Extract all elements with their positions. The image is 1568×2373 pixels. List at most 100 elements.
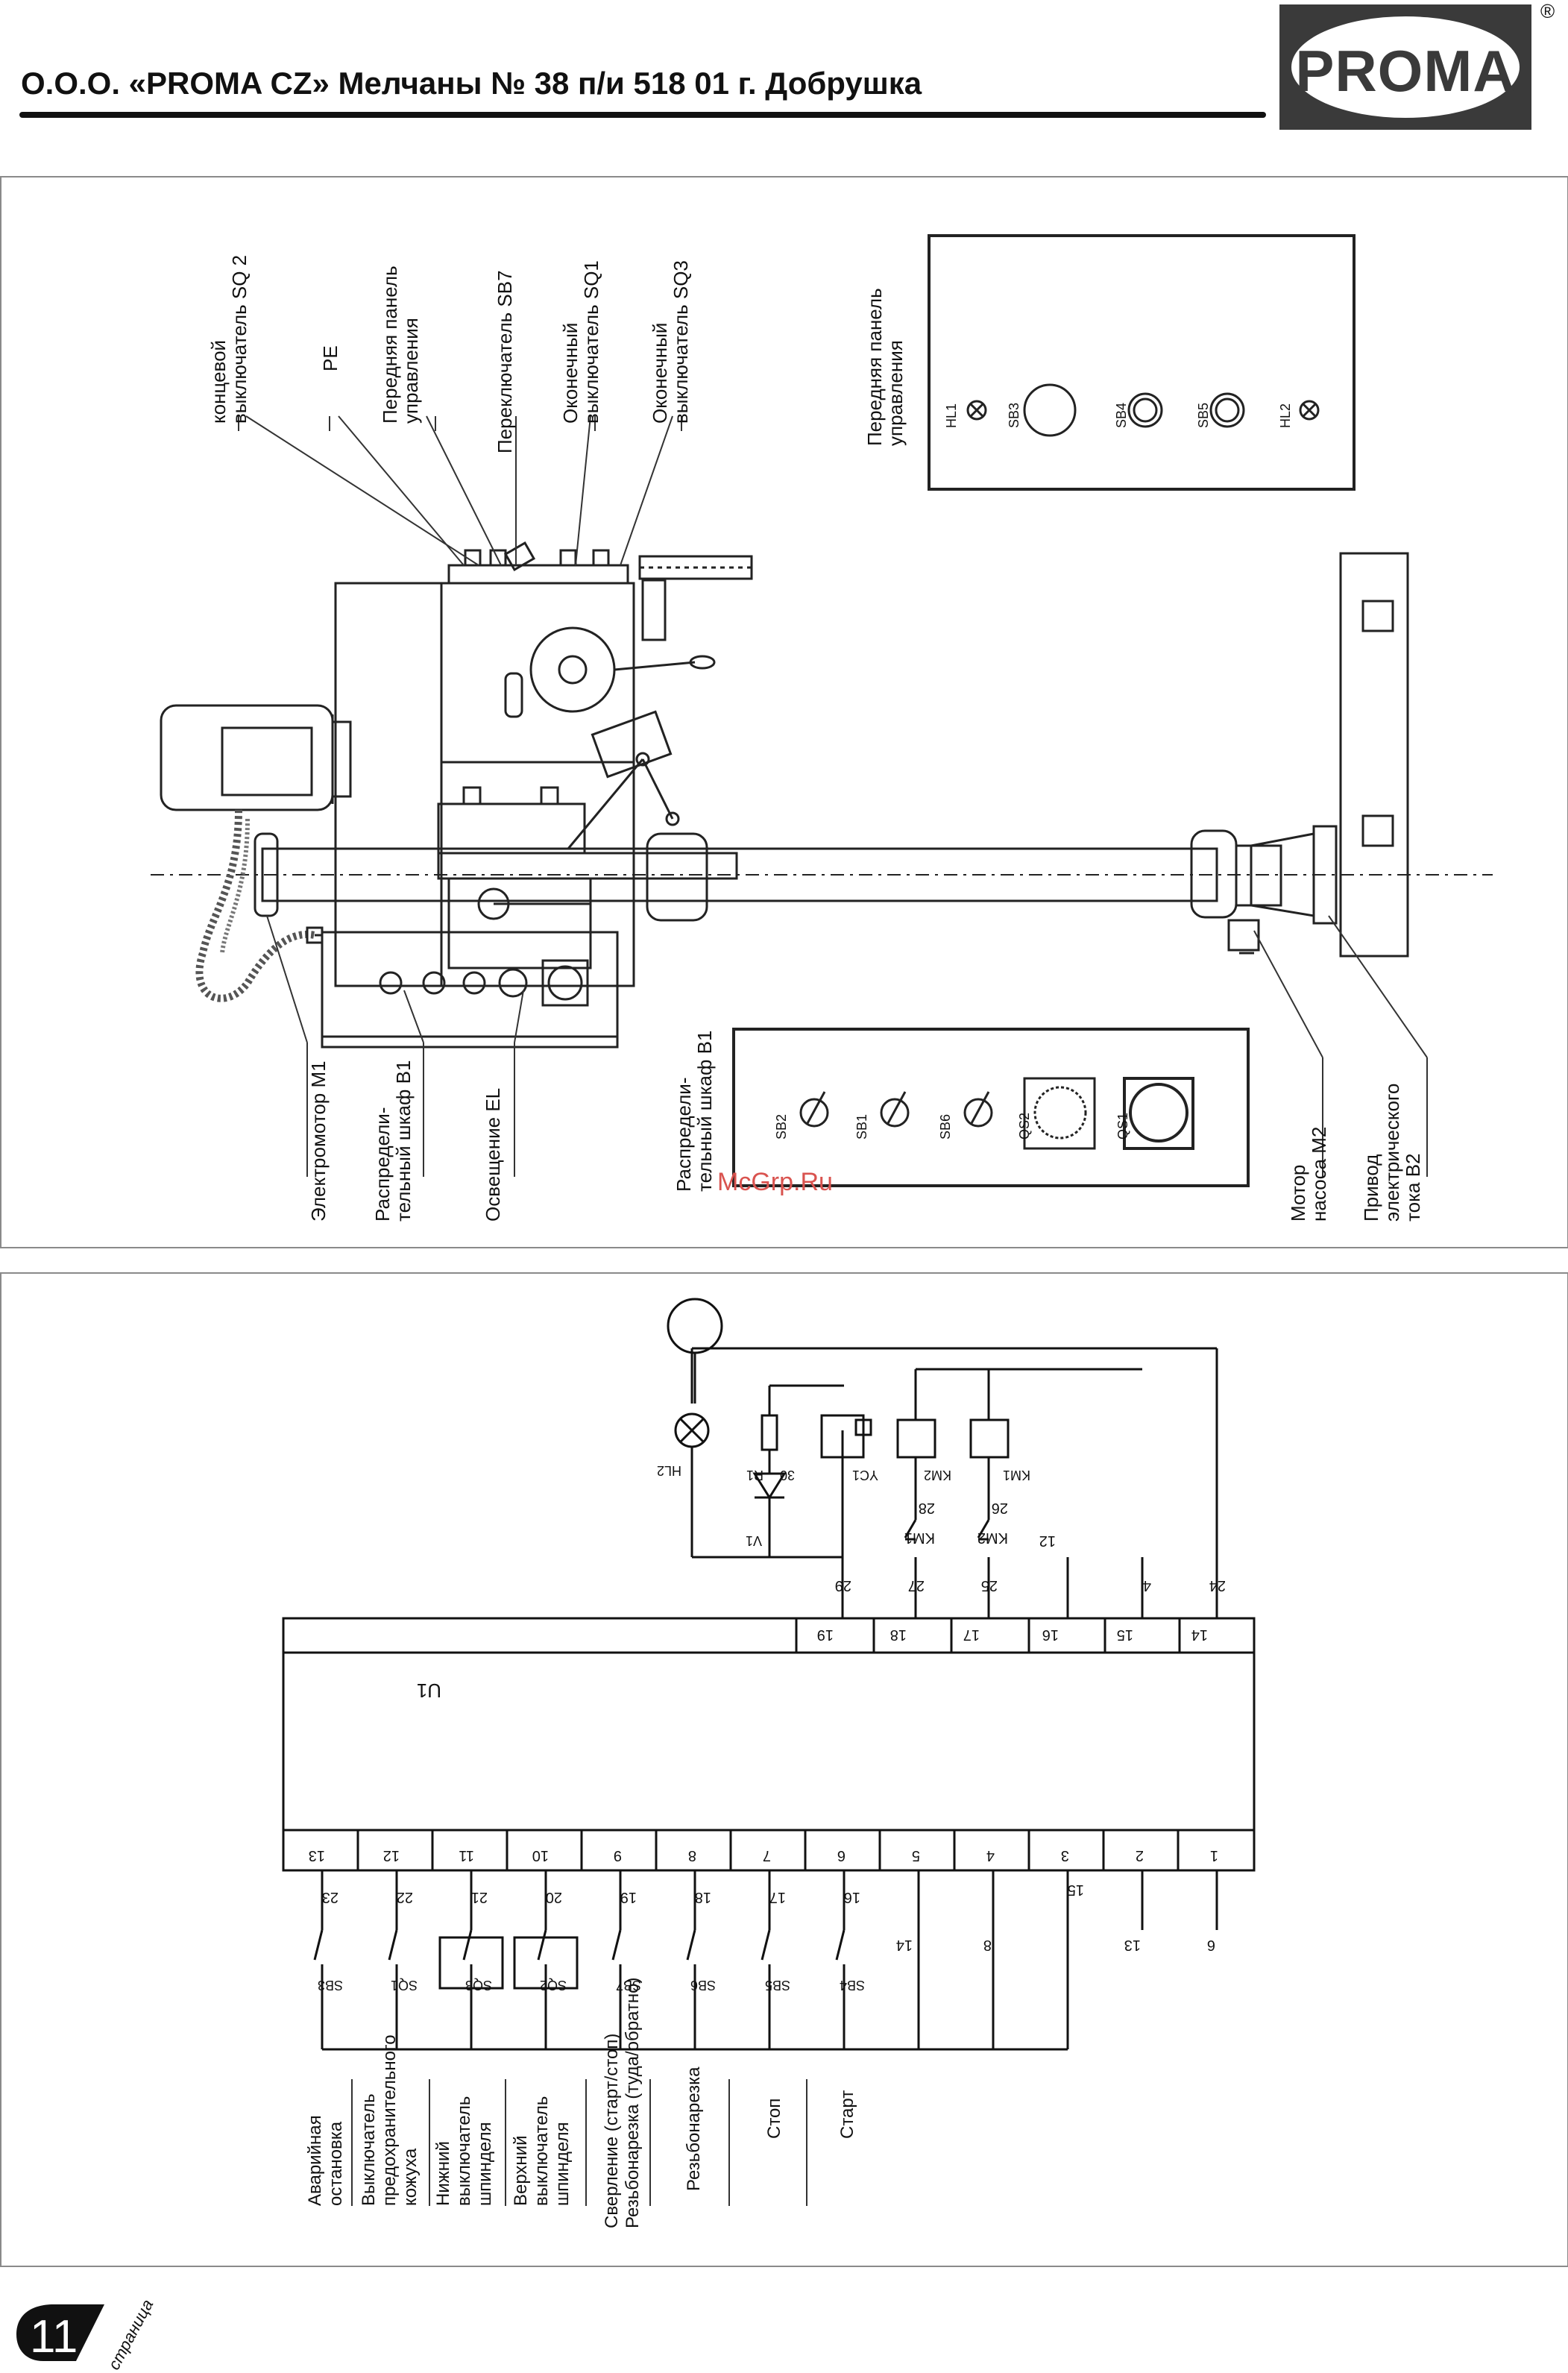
svg-text:21: 21: [471, 1889, 488, 1905]
coil-km2: [896, 1418, 936, 1459]
svg-text:28: 28: [919, 1500, 935, 1516]
svg-text:29: 29: [835, 1577, 851, 1594]
svg-text:SB4: SB4: [840, 1978, 865, 1993]
label-sq1: Оконечныйвыключатель SQ1: [559, 260, 602, 424]
svg-text:SB6: SB6: [938, 1114, 953, 1140]
func-upper-switch: Верхнийвыключательшпинделя: [511, 2096, 573, 2206]
sb3-button: [1023, 383, 1077, 437]
logo-oval: [1291, 16, 1520, 118]
svg-text:HL2: HL2: [657, 1463, 681, 1478]
svg-text:8: 8: [983, 1937, 992, 1953]
func-tapping: Резьбонарезка: [684, 2066, 704, 2191]
coil-km1: [969, 1418, 1010, 1459]
func-drill-tap: Сверление (старт/стоп)Резьбонарезка (туд…: [602, 1977, 643, 2228]
right-frame: [1339, 552, 1409, 958]
coiled-cable: [195, 809, 315, 1002]
label-pe: PE: [319, 345, 341, 371]
middle-collar: [646, 832, 708, 922]
svg-text:SB3: SB3: [318, 1978, 343, 1993]
svg-text:23: 23: [322, 1889, 339, 1905]
svg-text:14: 14: [1191, 1626, 1208, 1643]
sb5-button: [1209, 392, 1245, 428]
svg-text:27: 27: [908, 1577, 925, 1594]
svg-text:SB6: SB6: [690, 1978, 716, 1993]
label-sb7: Переключатель SB7: [494, 270, 516, 453]
carriage: [437, 802, 586, 855]
svg-text:18: 18: [695, 1889, 711, 1905]
svg-text:SB7: SB7: [616, 1978, 641, 1993]
svg-text:25: 25: [981, 1577, 998, 1594]
label-sq2: концевойвыключатель SQ 2: [207, 255, 251, 424]
svg-text:KM2: KM2: [977, 1530, 1008, 1546]
page-number: 11: [30, 2311, 78, 2363]
label-sq3: Оконечныйвыключатель SQ3: [649, 260, 692, 424]
svg-text:6: 6: [837, 1847, 846, 1864]
svg-text:9: 9: [614, 1847, 622, 1864]
ground-symbol: [667, 1298, 723, 1354]
svg-text:17: 17: [769, 1889, 786, 1905]
svg-text:6: 6: [1207, 1937, 1215, 1953]
svg-text:13: 13: [309, 1847, 325, 1864]
svg-text:1: 1: [1210, 1847, 1218, 1864]
label-el: Освещение EL: [482, 1088, 504, 1222]
svg-text:KM2: KM2: [924, 1468, 951, 1483]
controller-u1: [282, 1617, 1256, 1872]
svg-text:13: 13: [1124, 1937, 1141, 1953]
svg-text:SB1: SB1: [854, 1114, 869, 1140]
svg-text:2: 2: [1136, 1847, 1144, 1864]
svg-text:KM1: KM1: [1003, 1468, 1030, 1483]
svg-text:8: 8: [688, 1847, 696, 1864]
machine-drawing: концевойвыключатель SQ 2 PE Передняя пан…: [151, 234, 1493, 1222]
cabinet-b1: [321, 931, 619, 1038]
diode-v1: [752, 1472, 787, 1500]
logo-text: PROMA: [1295, 38, 1516, 104]
svg-text:12: 12: [1039, 1533, 1056, 1549]
resistor-r1: [761, 1414, 778, 1451]
svg-text:19: 19: [620, 1889, 637, 1905]
svg-text:14: 14: [896, 1937, 913, 1953]
main-switch: [541, 959, 589, 1007]
label-front-panel: Передняя панельуправления: [379, 265, 422, 424]
headstock: [334, 582, 635, 987]
svg-text:26: 26: [992, 1500, 1008, 1516]
watermark: McGrp.Ru: [717, 1168, 833, 1196]
svg-text:20: 20: [546, 1889, 562, 1905]
cabinet-b1-detail: [732, 1028, 1250, 1187]
hl2-lamp: [1299, 400, 1320, 421]
machine-drawing-panel: концевойвыключатель SQ 2 PE Передняя пан…: [0, 176, 1568, 1248]
header-rule: [19, 112, 1266, 118]
svg-text:KM1: KM1: [904, 1530, 935, 1546]
svg-text:SB3: SB3: [1007, 403, 1021, 428]
svg-text:5: 5: [912, 1847, 920, 1864]
svg-text:7: 7: [763, 1847, 771, 1864]
svg-text:10: 10: [532, 1847, 549, 1864]
label-b2: Приводэлектрическоготока B2: [1360, 1084, 1424, 1222]
svg-text:SQ1: SQ1: [391, 1978, 418, 1993]
svg-text:15: 15: [1117, 1626, 1133, 1643]
label-b1-right: Распредели-тельный шкаф B1: [673, 1031, 716, 1192]
label-b1: Распредели-тельный шкаф B1: [371, 1060, 415, 1222]
label-front-panel-right: Передняя панельуправления: [863, 288, 907, 446]
svg-text:R1: R1: [746, 1468, 763, 1483]
svg-text:YC1: YC1: [852, 1468, 878, 1483]
page-number-badge: [16, 2304, 104, 2361]
motor-m1-window: [221, 726, 313, 796]
svg-text:SQ3: SQ3: [465, 1978, 492, 1993]
svg-text:16: 16: [1042, 1626, 1059, 1643]
svg-text:24: 24: [1209, 1577, 1226, 1594]
hl1-lamp: [966, 400, 987, 421]
svg-text:12: 12: [383, 1847, 400, 1864]
svg-text:HL1: HL1: [944, 403, 959, 428]
sb4-button: [1127, 392, 1163, 428]
front-control-panel: [928, 234, 1356, 491]
label-m1: Электромотор M1: [307, 1060, 330, 1222]
page-header-title: О.О.О. «PROMA CZ» Мелчаны № 38 п/и 518 0…: [21, 66, 922, 101]
label-m2: Моторнасоса M2: [1287, 1127, 1330, 1222]
page-word: страница: [104, 2296, 157, 2373]
svg-text:4: 4: [986, 1847, 995, 1864]
svg-text:HL2: HL2: [1278, 403, 1293, 428]
svg-text:SB5: SB5: [1196, 403, 1211, 428]
svg-text:3: 3: [1061, 1847, 1069, 1864]
svg-text:15: 15: [1068, 1882, 1084, 1898]
svg-text:SQ2: SQ2: [540, 1978, 567, 1993]
